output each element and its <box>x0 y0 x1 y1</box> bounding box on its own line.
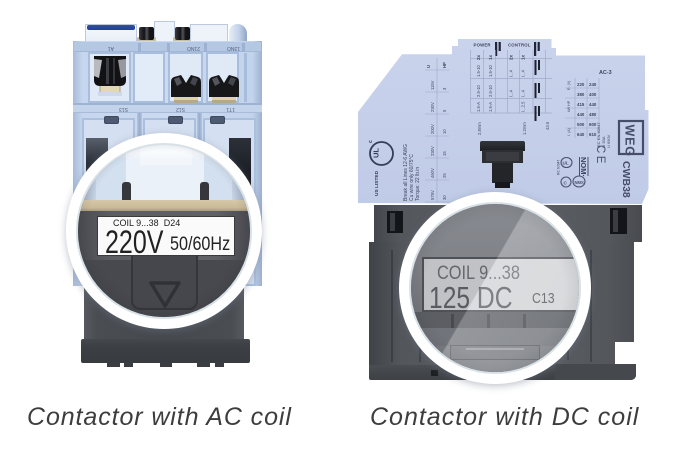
svg-text:2x: 2x <box>509 54 514 60</box>
svg-text:IEC EN 60947: IEC EN 60947 <box>596 122 601 148</box>
svg-text:1.5-A: 1.5-A <box>476 102 481 112</box>
svg-text:AC-3: AC-3 <box>599 70 612 76</box>
svg-text:2.8mm: 2.8mm <box>477 122 482 135</box>
svg-text:I...4: I...4 <box>521 69 526 77</box>
svg-text:460V: 460V <box>430 168 435 178</box>
svg-text:LI 50A: LI 50A <box>601 136 606 148</box>
svg-text:CWB38: CWB38 <box>620 161 632 198</box>
svg-text:c: c <box>368 140 374 143</box>
svg-text:NOM·: NOM· <box>579 157 588 177</box>
svg-text:440: 440 <box>577 112 585 117</box>
svg-text:480: 480 <box>589 112 597 117</box>
svg-text:610: 610 <box>589 132 597 137</box>
svg-text:RC 60947: RC 60947 <box>557 160 561 175</box>
svg-text:I...4: I...4 <box>509 69 514 77</box>
svg-text:400: 400 <box>589 92 597 97</box>
svg-text:I...2.5: I...2.5 <box>521 101 526 112</box>
svg-text:230V: 230V <box>430 102 435 112</box>
svg-text:HP: HP <box>442 62 447 68</box>
svg-text:5: 5 <box>442 109 447 112</box>
svg-text:15: 15 <box>442 151 447 156</box>
svg-text:230V: 230V <box>430 146 435 156</box>
svg-text:1.5-10: 1.5-10 <box>488 64 493 77</box>
svg-text:Cu wire only 60/75°C: Cu wire only 60/75°C <box>409 154 415 201</box>
svg-text:30: 30 <box>442 195 447 200</box>
svg-text:3: 3 <box>442 87 447 90</box>
svg-text:415: 415 <box>577 102 585 107</box>
svg-text:C: C <box>564 181 568 186</box>
svg-text:1.2mm: 1.2mm <box>522 122 527 135</box>
svg-text:POWER: POWER <box>474 43 492 48</box>
svg-text:2.5-10: 2.5-10 <box>476 84 481 97</box>
svg-text:43.5: 43.5 <box>545 121 550 130</box>
svg-text:115V: 115V <box>430 80 435 90</box>
svg-text:I. (A): I. (A) <box>567 128 571 136</box>
svg-text:CE: CE <box>594 145 606 166</box>
svg-text:440: 440 <box>589 102 597 107</box>
svg-text:U 690V: U 690V <box>606 134 611 148</box>
svg-text:10: 10 <box>442 129 447 134</box>
svg-text:600: 600 <box>589 122 597 127</box>
svg-text:220: 220 <box>577 82 585 87</box>
svg-text:640: 640 <box>577 132 585 137</box>
svg-text:I...4: I...4 <box>521 89 526 97</box>
svg-text:2.5-10: 2.5-10 <box>488 84 493 97</box>
svg-text:R. (V): R. (V) <box>567 81 571 90</box>
svg-text:Break all Lines 12-6 AWG: Break all Lines 12-6 AWG <box>403 144 409 201</box>
svg-text:1x: 1x <box>521 54 526 60</box>
svg-text:kW HP: kW HP <box>567 100 571 112</box>
svg-text:Torque: 22 lb.in: Torque: 22 lb.in <box>415 167 421 201</box>
svg-text:25: 25 <box>442 173 447 178</box>
svg-text:240: 240 <box>589 82 597 87</box>
svg-text:CONTROL: CONTROL <box>508 43 531 48</box>
svg-text:WEG: WEG <box>623 125 637 157</box>
svg-text:1.5-10: 1.5-10 <box>476 64 481 77</box>
svg-text:380: 380 <box>577 92 585 97</box>
svg-text:US LISTED: US LISTED <box>374 170 380 196</box>
svg-text:2x: 2x <box>476 54 481 60</box>
svg-text:200V: 200V <box>430 124 435 134</box>
svg-text:U: U <box>426 65 431 68</box>
svg-text:I...4: I...4 <box>509 89 514 97</box>
svg-text:1.5-A: 1.5-A <box>488 102 493 112</box>
svg-text:UL: UL <box>372 148 381 158</box>
svg-text:UL: UL <box>563 161 569 166</box>
svg-text:500: 500 <box>577 122 585 127</box>
svg-text:NMX: NMX <box>575 180 585 185</box>
svg-text:575V: 575V <box>430 190 435 200</box>
svg-text:1x: 1x <box>488 54 493 60</box>
